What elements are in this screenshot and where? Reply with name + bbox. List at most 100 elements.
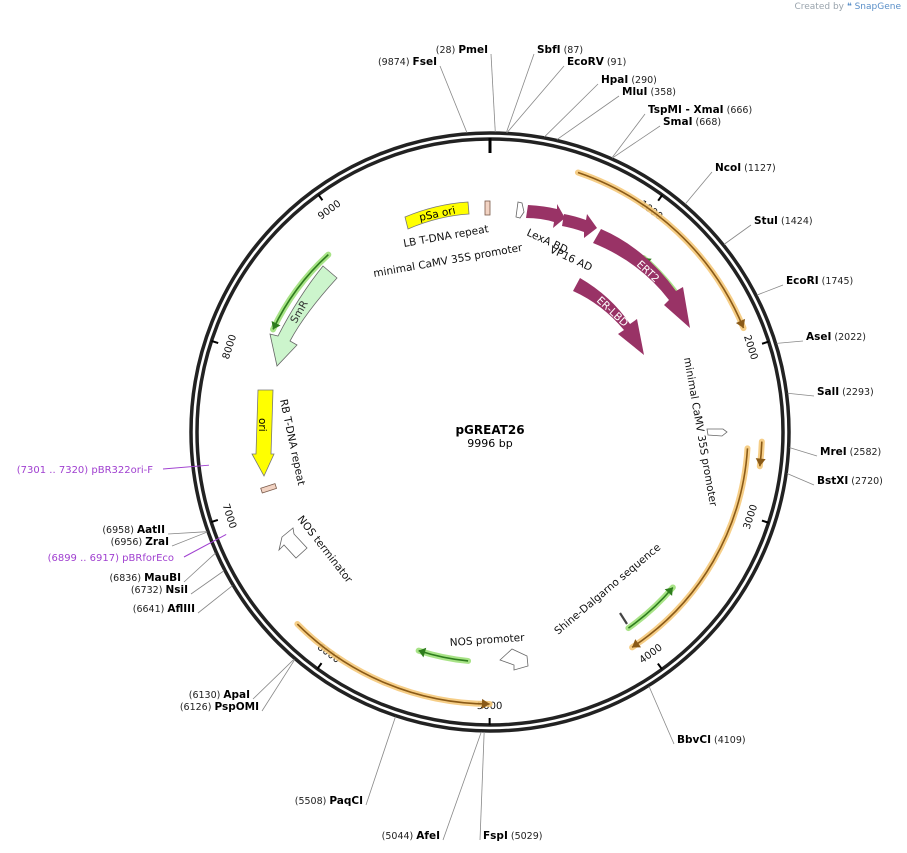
site-leader bbox=[789, 447, 818, 457]
site-leader bbox=[786, 473, 815, 486]
ruler-tick-label: 7000 bbox=[220, 503, 238, 531]
site-label: HpaI (290) bbox=[601, 74, 657, 86]
site-leader bbox=[442, 731, 482, 841]
ruler-tick bbox=[210, 518, 219, 524]
site-leader bbox=[756, 284, 784, 296]
site-label: (6958) AatII bbox=[102, 524, 165, 536]
site-leader bbox=[171, 531, 208, 547]
site-label: (6641) AflIII bbox=[133, 603, 195, 615]
site-label: (5508) PaqCI bbox=[295, 795, 363, 807]
orf-arrowhead bbox=[664, 587, 673, 596]
site-leader bbox=[190, 570, 225, 595]
plasmid-size: 9996 bp bbox=[467, 437, 512, 450]
plasmid-name: pGREAT26 bbox=[455, 423, 524, 437]
site-label: AseI (2022) bbox=[806, 331, 866, 343]
site-label: FspI (5029) bbox=[483, 830, 542, 842]
orf-arrowhead bbox=[481, 698, 490, 709]
site-label: MreI (2582) bbox=[820, 446, 881, 458]
snapgene-branding: Created by ❝ SnapGene bbox=[794, 2, 901, 12]
site-label: (28) PmeI bbox=[436, 44, 488, 56]
site-leader bbox=[506, 53, 535, 133]
feature-ori: ori bbox=[251, 389, 275, 477]
orf-arrowhead bbox=[271, 321, 281, 330]
site-leader bbox=[556, 95, 620, 140]
orf-arcs bbox=[270, 169, 766, 709]
ruler-tick-label: 4000 bbox=[638, 642, 665, 666]
site-leader bbox=[479, 731, 485, 841]
site-label: NcoI (1127) bbox=[715, 162, 776, 174]
vp16-ad-label: VP16 AD bbox=[548, 244, 594, 274]
ruler-tick bbox=[657, 662, 663, 670]
ruler-tick bbox=[211, 339, 219, 345]
site-leader bbox=[252, 658, 295, 700]
site-label: (6130) ApaI bbox=[189, 689, 250, 701]
ruler-tick bbox=[761, 519, 769, 524]
site-leader bbox=[439, 65, 468, 134]
small-promoter-arrow bbox=[515, 201, 525, 219]
site-label: (6126) PspOMI bbox=[180, 701, 259, 713]
site-leader bbox=[648, 686, 675, 745]
site-leader bbox=[365, 716, 396, 806]
site-leader bbox=[183, 552, 216, 583]
nos-promoter-label: NOS promoter bbox=[449, 632, 525, 649]
ruler-tick bbox=[657, 194, 664, 202]
site-label: (6836) MauBI bbox=[109, 572, 181, 584]
feature-er-lbd: ER-LBD bbox=[573, 278, 644, 355]
site-label: (6732) NsiI bbox=[131, 584, 188, 596]
lb-repeat-label: LB T-DNA repeat bbox=[402, 223, 489, 250]
site-leader bbox=[684, 171, 713, 205]
site-label: SmaI (668) bbox=[663, 116, 721, 128]
site-label: BstXI (2720) bbox=[817, 475, 883, 487]
camv-top-label: minimal CaMV 35S promoter bbox=[372, 242, 524, 280]
orf-arrowhead bbox=[418, 647, 427, 658]
feature-psa-ori: pSa ori bbox=[404, 201, 470, 230]
site-label: (6956) ZraI bbox=[111, 536, 169, 548]
site-leader bbox=[167, 531, 208, 535]
site-leader bbox=[723, 224, 752, 245]
snapgene-logo-icon: ❝ bbox=[846, 2, 852, 12]
ruler-tick-label: 2000 bbox=[741, 334, 759, 362]
ruler-tick-label: 9000 bbox=[316, 198, 343, 222]
orf-arrowhead bbox=[735, 318, 746, 329]
small-camv-arrow bbox=[706, 428, 728, 437]
orf-line bbox=[272, 254, 329, 330]
orf-line bbox=[577, 171, 745, 329]
site-leader bbox=[506, 65, 565, 133]
site-label: (5044) AfeI bbox=[382, 830, 440, 842]
ruler-tick bbox=[317, 193, 324, 201]
psa-ori-label: pSa ori bbox=[418, 205, 456, 224]
ruler-tick bbox=[761, 340, 770, 345]
rb-repeat-label: RB T-DNA repeat bbox=[277, 398, 307, 486]
site-label: StuI (1424) bbox=[754, 215, 813, 227]
feature-lexa-bd bbox=[526, 204, 565, 228]
site-label: MluI (358) bbox=[622, 86, 676, 98]
site-leader bbox=[261, 659, 296, 712]
orf-arrowhead bbox=[632, 639, 642, 648]
orf-line bbox=[631, 448, 749, 649]
ruler-tick-label: 3000 bbox=[742, 503, 760, 531]
branding-name: SnapGene bbox=[854, 2, 901, 12]
site-label: BbvCI (4109) bbox=[677, 734, 746, 746]
site-leader bbox=[544, 83, 599, 138]
primer-label: (6899 .. 6917) pBRforEco bbox=[48, 553, 174, 564]
rb-repeat-box bbox=[260, 483, 278, 494]
site-label: TspMI - XmaI (666) bbox=[648, 104, 752, 116]
feature-vp16-ad bbox=[562, 214, 597, 238]
shine-dalgarno-label: Shine-Dalgarno sequence bbox=[552, 541, 663, 637]
site-label: EcoRI (1745) bbox=[786, 275, 853, 287]
site-leader bbox=[611, 113, 646, 159]
ruler-tick bbox=[316, 662, 323, 670]
site-leader bbox=[490, 53, 496, 133]
primer-label: (7301 .. 7320) pBR322ori-F bbox=[17, 465, 153, 476]
shine-dalgarno-mark bbox=[619, 612, 628, 625]
primer-annotations: (7301 .. 7320) pBR322ori-F (6899 .. 6917)… bbox=[17, 464, 227, 564]
feature-nos-promoter bbox=[499, 648, 529, 671]
ori-label: ori bbox=[256, 418, 268, 432]
branding-prefix: Created by bbox=[794, 2, 844, 12]
site-label: EcoRV (91) bbox=[567, 56, 626, 68]
site-leader bbox=[776, 340, 804, 344]
lb-repeat-box bbox=[484, 200, 491, 216]
primer-leader bbox=[162, 464, 209, 470]
